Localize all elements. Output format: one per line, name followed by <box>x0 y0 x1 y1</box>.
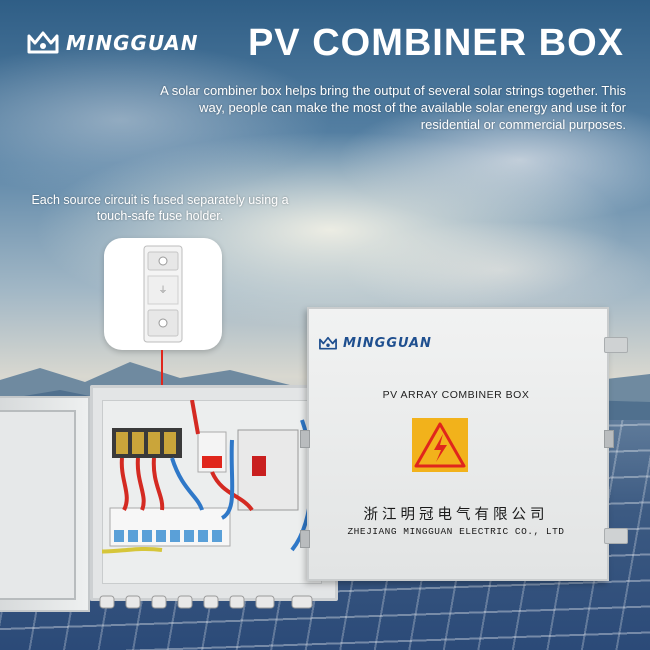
latch <box>604 430 614 448</box>
product-logo-text: MINGGUAN <box>343 336 432 351</box>
product-logo: MINGGUAN <box>318 336 432 351</box>
svg-text:⏚: ⏚ <box>158 285 167 296</box>
mounting-tab <box>604 337 628 353</box>
crown-logo-icon <box>319 336 337 350</box>
open-box-wiring <box>102 400 314 554</box>
cable-glands <box>99 595 313 609</box>
brand-name: MINGGUAN <box>66 31 199 55</box>
page-description: A solar combiner box helps bring the out… <box>160 83 626 132</box>
hinge <box>300 430 310 448</box>
fuse-holder-icon: ⏚ <box>143 245 183 343</box>
fuse-holder-callout: ⏚ <box>104 238 222 350</box>
company-name-en: ZHEJIANG MINGGUAN ELECTRIC CO., LTD <box>347 526 565 537</box>
warning-sign <box>412 418 468 472</box>
fuse-caption: Each source circuit is fused separately … <box>31 193 289 223</box>
hinge <box>300 530 310 548</box>
mounting-tab <box>604 528 628 544</box>
brand-logo: MINGGUAN <box>26 30 198 56</box>
company-name-cn: 浙江明冠电气有限公司 <box>363 507 549 523</box>
high-voltage-icon <box>414 422 466 468</box>
crown-logo-icon <box>27 31 59 54</box>
page-title: PV COMBINER BOX <box>247 22 624 64</box>
open-door-panel <box>0 410 76 600</box>
product-label: PV ARRAY COMBINER BOX <box>382 389 530 401</box>
